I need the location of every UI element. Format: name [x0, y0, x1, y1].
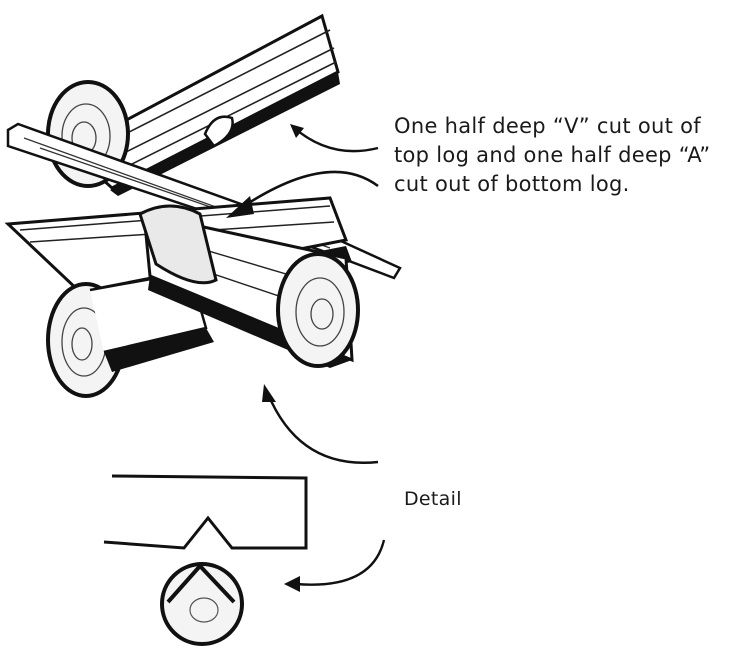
notch-annotation-line-2: top log and one half deep “A”	[394, 143, 711, 167]
saddle-notch	[138, 204, 218, 285]
notch-annotation: One half deep “V” cut out of top log and…	[394, 112, 738, 199]
front-log	[138, 204, 360, 368]
front-log-end	[276, 252, 360, 368]
detail-cross-section	[103, 474, 308, 550]
detail-label: Detail	[404, 488, 462, 510]
v-notch-mark	[203, 115, 234, 148]
arrow-to-v-notch	[290, 124, 379, 153]
notch-annotation-line-1: One half deep “V” cut out of	[394, 114, 701, 138]
arrow-to-detail	[262, 384, 379, 464]
notch-annotation-line-3: cut out of bottom log.	[394, 172, 630, 196]
arrow-to-saddle-notch	[226, 170, 379, 218]
arrow-to-detail-end	[284, 539, 386, 592]
detail-log-end	[160, 562, 244, 646]
